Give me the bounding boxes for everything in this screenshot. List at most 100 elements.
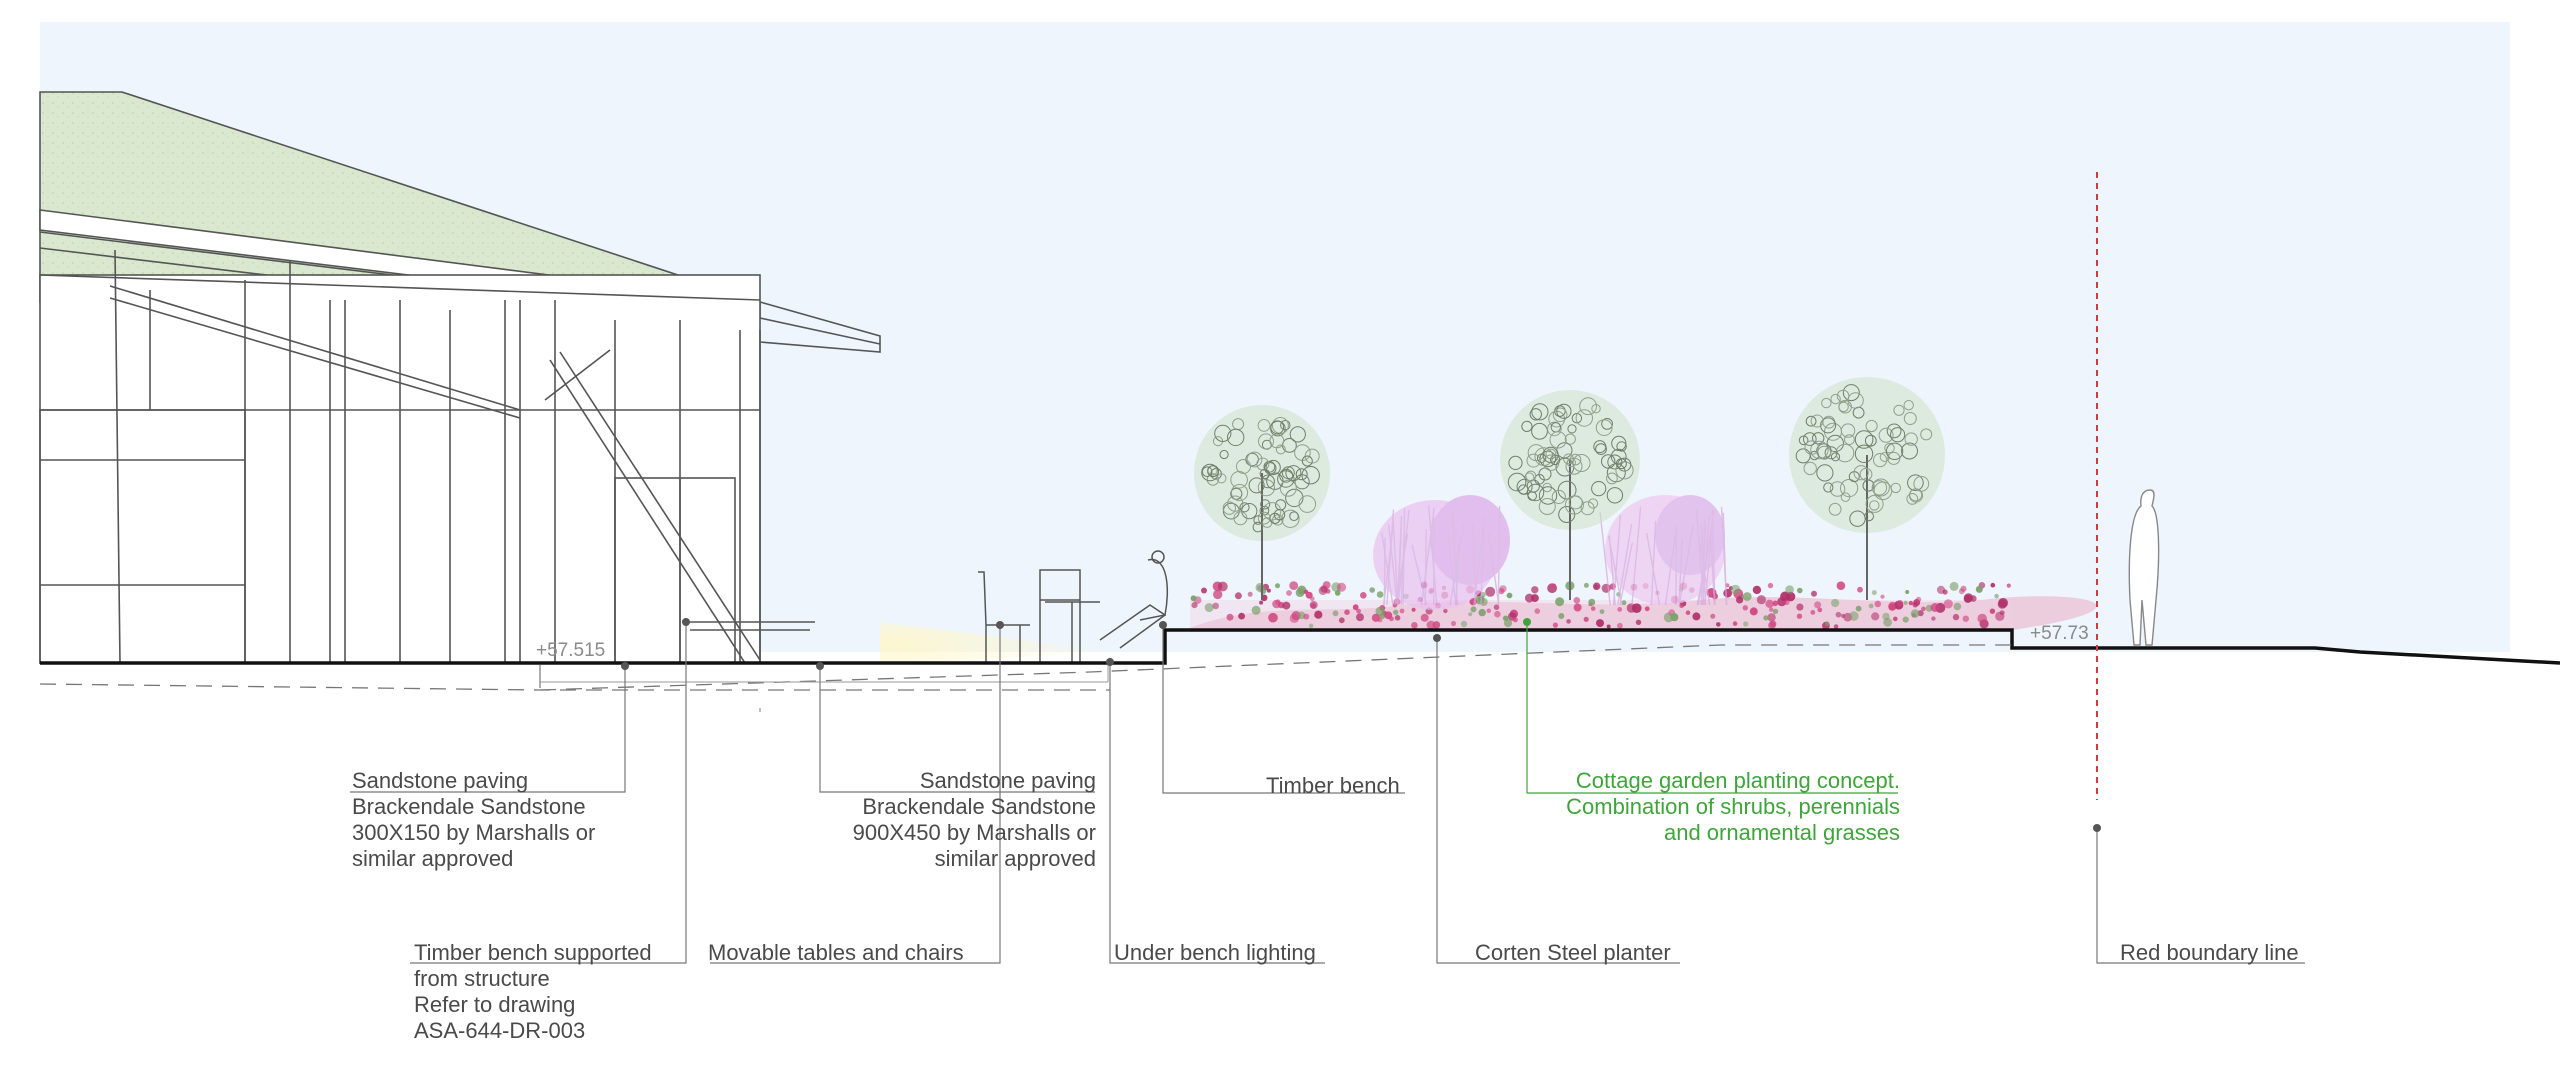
flower-mark [1400, 609, 1405, 614]
flower-mark [1814, 601, 1821, 608]
label-line: Refer to drawing [414, 992, 652, 1018]
flower-mark [1636, 620, 1641, 625]
flower-mark [1686, 610, 1691, 615]
flower-mark [1645, 606, 1650, 611]
flower-mark [1593, 583, 1600, 590]
flower-mark [1588, 599, 1595, 606]
flower-mark [1513, 617, 1518, 622]
flower-mark [1503, 616, 1509, 622]
flower-mark [1238, 613, 1245, 620]
flower-mark [1558, 613, 1564, 619]
flower-mark [1834, 624, 1839, 629]
label-line: 900X450 by Marshalls or [800, 820, 1096, 846]
flower-mark [1471, 606, 1477, 612]
label-sandstone-paving-300x150: Sandstone paving Brackendale Sandstone 3… [352, 768, 595, 872]
flower-mark [1796, 604, 1803, 611]
flower-mark [1574, 604, 1582, 612]
flower-mark [1856, 606, 1862, 612]
flower-mark [1883, 618, 1892, 627]
flower-mark [1944, 599, 1953, 608]
flower-mark [1976, 586, 1983, 593]
label-line: and ornamental grasses [1480, 820, 1900, 846]
flower-mark [1872, 590, 1877, 595]
label-line: from structure [414, 966, 652, 992]
flower-mark [1617, 607, 1622, 612]
flower-mark [1335, 590, 1341, 596]
flower-mark [1767, 613, 1775, 621]
flower-mark [1836, 612, 1842, 618]
level-terrace: +57.515 [536, 640, 605, 662]
label-under-bench-lighting: Under bench lighting [1114, 940, 1316, 966]
flower-mark [1201, 588, 1207, 594]
label-corten-planter: Corten Steel planter [1475, 940, 1671, 966]
flower-mark [1784, 600, 1789, 605]
flower-mark [1995, 612, 2004, 621]
flower-mark [1531, 594, 1539, 602]
flower-mark [2007, 584, 2011, 588]
flower-mark [1937, 586, 1945, 594]
flower-mark [1797, 588, 1803, 594]
level-garden: +57.73 [2030, 623, 2089, 645]
flower-mark [1931, 616, 1935, 620]
flower-mark [1769, 608, 1773, 612]
flower-mark [1411, 622, 1418, 629]
flower-mark [1319, 586, 1328, 595]
flower-mark [1736, 596, 1743, 603]
flower-mark [1356, 613, 1364, 621]
flower-mark [1314, 611, 1322, 619]
flower-mark [1797, 614, 1802, 619]
flower-mark [1857, 587, 1863, 593]
flower-mark [1275, 583, 1280, 588]
flower-mark [1304, 590, 1309, 595]
flower-mark [1286, 590, 1292, 596]
flower-mark [1479, 609, 1486, 616]
flower-mark [1950, 582, 1959, 591]
flower-mark [1461, 621, 1467, 627]
flower-mark [1555, 597, 1564, 606]
flower-mark [1757, 595, 1766, 604]
flower-mark [1931, 603, 1940, 612]
flower-mark [1360, 592, 1367, 599]
flower-mark [1964, 595, 1972, 603]
flower-mark [1191, 602, 1197, 608]
label-timber-bench: Timber bench [1266, 773, 1400, 799]
grass-stroke [1676, 526, 1677, 605]
label-movable-tables: Movable tables and chairs [708, 940, 964, 966]
flower-mark [1731, 585, 1741, 595]
flower-mark [1268, 613, 1278, 623]
flower-mark [1600, 609, 1605, 614]
flower-mark [1267, 589, 1271, 593]
label-red-boundary: Red boundary line [2120, 940, 2299, 966]
flower-mark [1451, 621, 1456, 626]
flower-mark [1765, 600, 1773, 608]
flower-mark [1632, 603, 1642, 613]
label-timber-bench-supported: Timber bench supported from structure Re… [414, 940, 652, 1044]
flower-mark [1904, 601, 1908, 605]
flower-mark [1670, 613, 1678, 621]
flower-mark [1212, 603, 1219, 610]
flower-mark [1750, 607, 1758, 615]
flower-mark [1889, 604, 1896, 611]
flower-mark [1871, 612, 1879, 620]
flower-mark [1584, 617, 1589, 622]
flower-mark [1875, 601, 1882, 608]
flower-mark [1372, 614, 1380, 622]
label-line: Cottage garden planting concept. [1480, 768, 1900, 794]
flower-mark [1256, 583, 1265, 592]
flower-mark [1310, 603, 1316, 609]
flower-mark [1743, 621, 1748, 626]
flower-mark [1356, 609, 1361, 614]
flower-mark [1825, 621, 1830, 626]
flower-mark [1377, 591, 1384, 598]
flower-mark [1897, 600, 1903, 606]
flower-mark [1282, 602, 1290, 610]
flower-mark [1296, 588, 1305, 597]
label-line: Sandstone paving [352, 768, 595, 794]
flower-mark [1591, 606, 1596, 611]
flower-mark [1487, 609, 1492, 614]
flower-mark [1393, 610, 1398, 615]
flower-mark [1535, 608, 1541, 614]
flower-mark [1785, 585, 1794, 594]
label-line: Brackendale Sandstone [352, 794, 595, 820]
